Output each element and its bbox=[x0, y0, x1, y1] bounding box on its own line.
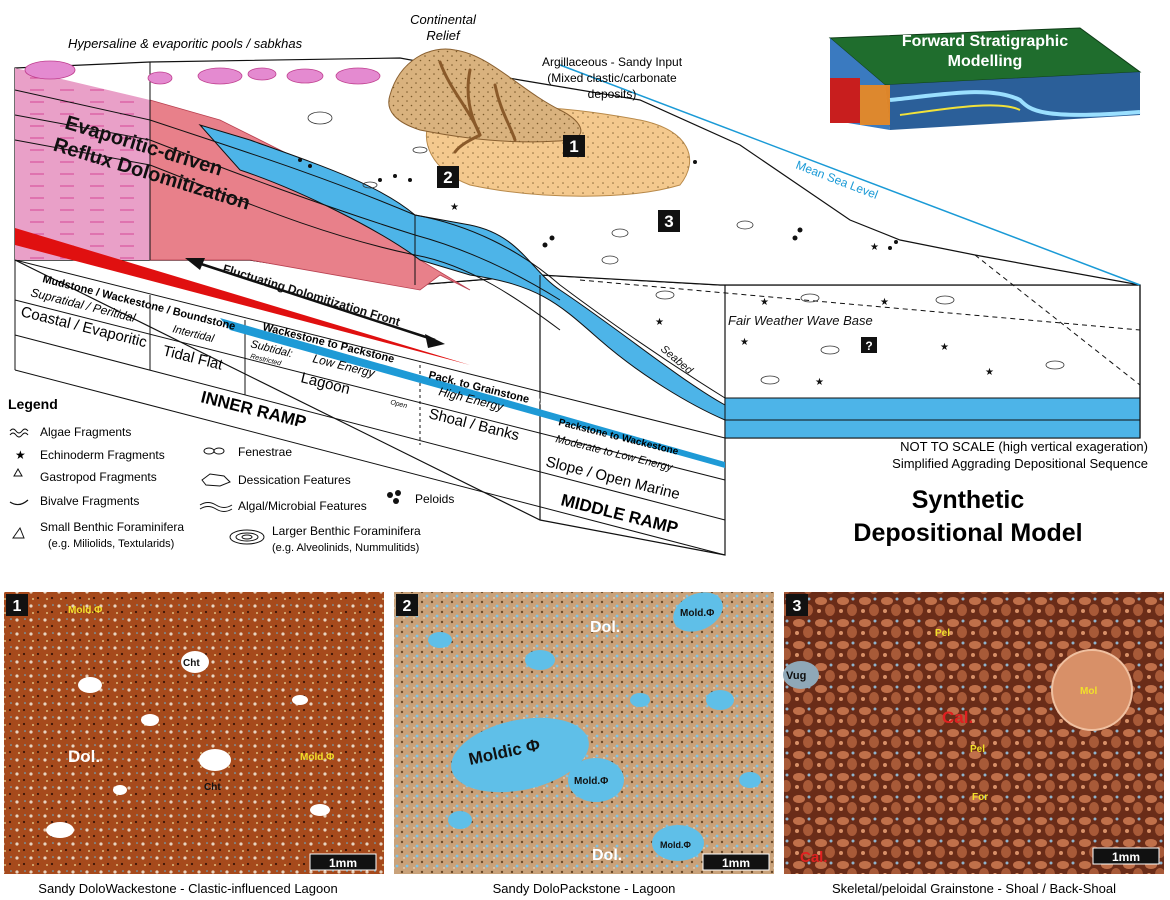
wave-base-line bbox=[579, 279, 1141, 331]
main-title-1: Synthetic bbox=[912, 486, 1025, 514]
panel-2-label-mold-1: Mold.Φ bbox=[680, 608, 714, 619]
panel-2-label-mold-2: Mold.Φ bbox=[574, 776, 608, 787]
panel-1-label-mold-1: Mold.Φ bbox=[68, 605, 102, 616]
legend-larger-foram-examples: (e.g. Alveolinids, Nummulitids) bbox=[272, 542, 419, 554]
algal-microbial-icon bbox=[199, 502, 233, 512]
bivalve-icon bbox=[9, 499, 29, 506]
larger-foram-icon bbox=[229, 529, 265, 545]
panel-3-label-for: For bbox=[972, 792, 988, 803]
forward-stratigraphic-model-block: Forward Stratigraphic Modelling bbox=[828, 27, 1142, 130]
legend-larger-foram: Larger Benthic Foraminifera bbox=[272, 524, 421, 538]
echinoderm-icon: ★ bbox=[15, 448, 26, 462]
legend-title: Legend bbox=[8, 396, 58, 412]
panel-1-label-cht-2: Cht bbox=[204, 782, 221, 793]
panel-1-label-cht-1: Cht bbox=[183, 658, 200, 669]
peloids-icon bbox=[387, 490, 401, 504]
limestone-porosity-wedge bbox=[220, 318, 725, 468]
legend-bivalve: Bivalve Fragments bbox=[40, 494, 139, 508]
fenestrae-icon bbox=[203, 447, 225, 455]
thin-section-panel-1: 1 Mold.Φ Cht Dol. Cht Mold.Φ 1mm bbox=[4, 592, 384, 874]
fossil-symbols: ★ ★ ★ ★ ★ ★ ★ ★ ★ bbox=[298, 158, 994, 388]
legend-small-foram: Small Benthic Foraminifera bbox=[40, 520, 184, 534]
unknown-marker-label: ? bbox=[865, 339, 872, 353]
panel-1-number: 1 bbox=[13, 598, 22, 615]
main-title-2: Depositional Model bbox=[853, 519, 1082, 547]
panel-2-label-dol-2: Dol. bbox=[592, 847, 622, 864]
limestone-basin-band bbox=[724, 397, 1141, 439]
panel-1-caption: Sandy DoloWackestone - Clastic-influence… bbox=[38, 881, 337, 896]
legend-peloids: Peloids bbox=[415, 492, 454, 506]
algae-icon bbox=[9, 428, 29, 438]
panel-3-number: 3 bbox=[793, 598, 802, 615]
panel-3-caption: Skeletal/peloidal Grainstone - Shoal / B… bbox=[832, 881, 1116, 896]
legend: Legend Algae Fragments ★ Echinoderm Frag… bbox=[8, 396, 454, 554]
marker-2-label: 2 bbox=[443, 168, 452, 187]
panel-3-label-pel-2: Pel bbox=[970, 744, 985, 755]
panel-2-caption: Sandy DoloPackstone - Lagoon bbox=[493, 881, 676, 896]
not-to-scale-note: NOT TO SCALE (high vertical exageration) bbox=[900, 439, 1148, 454]
fsm-title-1: Forward Stratigraphic bbox=[902, 33, 1068, 50]
legend-dessication: Dessication Features bbox=[238, 473, 351, 487]
sequence-note: Simplified Aggrading Depositional Sequen… bbox=[892, 456, 1148, 471]
panel-3-scale: 1mm bbox=[1112, 850, 1140, 864]
marker-3: 3 bbox=[658, 210, 680, 232]
panel-3-label-pel-1: Pel bbox=[935, 628, 950, 639]
panel-3-label-cal-1: Cal. bbox=[942, 708, 973, 727]
panel-1-label-mold-2: Mold.Φ bbox=[300, 752, 334, 763]
dolostone-porosity-wedge bbox=[15, 228, 470, 365]
facies-open: Open bbox=[390, 399, 408, 410]
argillaceous-label-1: Argillaceous - Sandy Input bbox=[542, 55, 683, 69]
svg-text:★: ★ bbox=[655, 317, 664, 328]
small-foram-icon bbox=[12, 526, 25, 539]
marker-3-label: 3 bbox=[664, 212, 673, 231]
mean-sea-level-line bbox=[559, 64, 1141, 286]
panel-2-scale: 1mm bbox=[722, 856, 750, 870]
marker-1: 1 bbox=[563, 135, 585, 157]
dolomitization-front-arrow bbox=[185, 258, 445, 348]
continental-label-1: Continental bbox=[410, 12, 477, 27]
panel-2-number: 2 bbox=[403, 598, 412, 615]
argillaceous-label-3: deposits) bbox=[588, 87, 637, 101]
panel-3-label-vug: Vug bbox=[786, 670, 806, 682]
panel-3-label-mol: Mol bbox=[1080, 686, 1097, 697]
fsm-title-2: Modelling bbox=[948, 53, 1023, 70]
legend-algae: Algae Fragments bbox=[40, 425, 131, 439]
fair-weather-wave-base-label: Fair Weather Wave Base bbox=[728, 313, 873, 328]
gastropod-icon bbox=[13, 467, 23, 477]
marker-2: 2 bbox=[437, 166, 459, 188]
block-diagram: ★ ★ ★ ★ ★ ★ ★ ★ ★ 1 2 3 bbox=[14, 48, 1141, 556]
legend-echinoderm: Echinoderm Fragments bbox=[40, 448, 165, 462]
sabkha-pools bbox=[24, 60, 381, 85]
panel-3-label-cal-2: Cal. bbox=[800, 849, 828, 866]
svg-text:★: ★ bbox=[880, 297, 889, 308]
svg-text:★: ★ bbox=[870, 242, 879, 253]
continental-label-2: Relief bbox=[426, 28, 461, 43]
legend-fenestrae: Fenestrae bbox=[238, 445, 292, 459]
argillaceous-label-2: (Mixed clastic/carbonate bbox=[547, 71, 677, 85]
panel-1-scale: 1mm bbox=[329, 856, 357, 870]
foram-ellipses bbox=[307, 111, 1065, 385]
ramp-face-lines bbox=[14, 259, 726, 556]
dessication-icon bbox=[201, 473, 231, 487]
unknown-marker: ? bbox=[861, 337, 877, 353]
panel-2-label-dol-1: Dol. bbox=[590, 619, 620, 636]
thin-section-panel-2: 2 Dol. Mold.Φ Moldic Φ Mold.Φ Dol. Mold.… bbox=[394, 592, 774, 874]
legend-small-foram-examples: (e.g. Miliolids, Textularids) bbox=[48, 538, 174, 550]
svg-text:★: ★ bbox=[940, 342, 949, 353]
sabkhas-label: Hypersaline & evaporitic pools / sabkhas bbox=[68, 36, 303, 51]
panel-2-label-mold-3: Mold.Φ bbox=[660, 840, 691, 850]
svg-text:★: ★ bbox=[815, 377, 824, 388]
thin-section-panel-3: 3 Pel Vug Cal. Mol Pel For Cal. 1mm bbox=[783, 592, 1164, 874]
river-channels bbox=[438, 60, 517, 154]
svg-text:★: ★ bbox=[985, 367, 994, 378]
marker-1-label: 1 bbox=[569, 137, 578, 156]
svg-text:★: ★ bbox=[450, 202, 459, 213]
panel-1-label-dol: Dol. bbox=[68, 747, 100, 766]
evaporite-stripes bbox=[15, 68, 150, 260]
legend-algal-microbial: Algal/Microbial Features bbox=[238, 499, 367, 513]
svg-text:★: ★ bbox=[760, 297, 769, 308]
svg-text:★: ★ bbox=[740, 337, 749, 348]
legend-gastropod: Gastropod Fragments bbox=[40, 470, 157, 484]
